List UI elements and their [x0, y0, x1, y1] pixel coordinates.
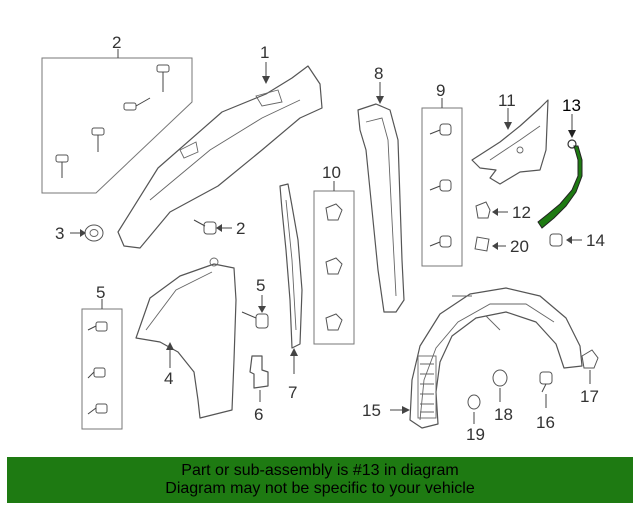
callout-10: 10: [322, 163, 341, 182]
callout-20: 20: [510, 237, 529, 256]
parts-diagram: 2 1 3 2 5: [41, 33, 605, 444]
part-7-seal-strip[interactable]: [279, 183, 303, 349]
part-15-wheel-liner[interactable]: [409, 287, 583, 429]
callout-16: 16: [536, 413, 555, 432]
part-3-plug[interactable]: [84, 224, 104, 242]
part-5-bolt[interactable]: [241, 311, 269, 329]
callout-2-side: 2: [236, 219, 245, 238]
bolt-icon: [87, 367, 106, 379]
bolt-icon: [156, 64, 170, 92]
callout-5-left: 5: [96, 283, 105, 302]
clip-icon: [325, 203, 343, 221]
part-9-screw-kit[interactable]: [421, 107, 463, 267]
callout-9: 9: [436, 81, 445, 100]
part-18-grommet[interactable]: [492, 369, 508, 387]
callout-17: 17: [580, 387, 599, 406]
part-2-bolt[interactable]: [193, 219, 217, 235]
callout-4: 4: [164, 369, 173, 388]
callout-6: 6: [254, 405, 263, 424]
part-1-fender-apron[interactable]: [117, 65, 323, 249]
bolt-icon: [87, 403, 108, 415]
callout-13: 13: [562, 96, 581, 115]
bolt-icon: [123, 97, 151, 111]
callout-12: 12: [512, 203, 531, 222]
screw-icon: [429, 179, 452, 192]
callout-18: 18: [494, 405, 513, 424]
callout-3: 3: [55, 224, 64, 243]
part-13-seal-highlighted[interactable]: [537, 139, 583, 229]
screw-icon: [429, 235, 452, 248]
part-2-bolt-kit[interactable]: [41, 57, 193, 194]
callout-5-right: 5: [256, 276, 265, 295]
part-19-plug[interactable]: [467, 394, 481, 410]
callout-19: 19: [466, 425, 485, 444]
callout-15: 15: [362, 401, 381, 420]
part-4-fender[interactable]: [135, 257, 237, 419]
clip-icon: [325, 313, 343, 331]
banner-line-1: Part or sub-assembly is #13 in diagram: [181, 462, 459, 479]
part-17-clip[interactable]: [581, 349, 599, 369]
part-5-bolt-kit[interactable]: [81, 308, 123, 430]
callout-7: 7: [288, 383, 297, 402]
part-20-nut[interactable]: [474, 236, 490, 252]
part-12-push-clip[interactable]: [475, 201, 491, 219]
part-16-bolt[interactable]: [539, 371, 553, 393]
part-6-bracket[interactable]: [249, 355, 269, 389]
callout-1: 1: [260, 43, 269, 62]
part-8-pillar-trim[interactable]: [357, 103, 405, 313]
part-11-cowl-panel[interactable]: [471, 99, 549, 185]
banner-line-2: Diagram may not be specific to your vehi…: [165, 480, 475, 497]
callout-2-top: 2: [112, 33, 121, 52]
callout-11: 11: [498, 91, 516, 110]
callout-8: 8: [374, 64, 383, 83]
clip-icon: [325, 257, 343, 275]
screw-icon: [429, 123, 452, 136]
part-14-screw[interactable]: [549, 233, 563, 247]
bolt-icon: [87, 321, 108, 332]
info-banner: Part or sub-assembly is #13 in diagram D…: [7, 457, 633, 503]
part-10-clip-kit[interactable]: [313, 190, 355, 345]
callout-14: 14: [586, 231, 605, 250]
bolt-icon: [91, 127, 105, 152]
bolt-icon: [55, 154, 69, 178]
